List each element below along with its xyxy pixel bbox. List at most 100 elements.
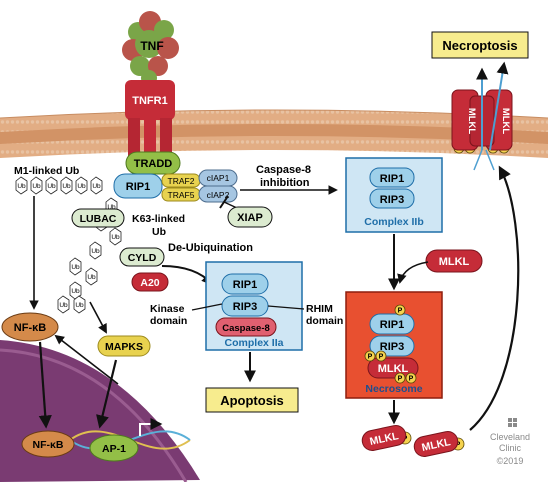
complex-iia-title: Complex IIa [225, 337, 284, 349]
credit-line-1: Cleveland [490, 432, 530, 442]
ub-label: Ub [107, 204, 116, 211]
phospho-site [375, 350, 387, 362]
nfkb-node [1, 312, 59, 342]
complex-iib-rip3-node [369, 188, 415, 209]
cleveland-clinic-logo-icon [508, 418, 517, 427]
traf5-label: TRAF5 [168, 190, 195, 200]
m1-ub-chain [15, 176, 103, 195]
ub-label: Ub [75, 302, 84, 309]
ub-label: Ub [59, 302, 68, 309]
ciap2-label: cIAP2 [207, 190, 230, 200]
ap1-node [89, 434, 139, 462]
phospho-site [364, 350, 376, 362]
necrosome-mlkl-label: MLKL [378, 363, 409, 375]
caspase-inhibition-label-2: inhibition [260, 177, 310, 189]
traf2-label: TRAF2 [168, 176, 195, 186]
kinase-domain-label-2: domain [150, 315, 187, 327]
arrow-nfkb-to-nucleus [38, 341, 52, 429]
arrow-deub-to-complex-iia [161, 265, 214, 286]
phospho-label: P [409, 376, 414, 383]
ub-label: Ub [91, 248, 100, 255]
tnf-trimer [122, 11, 179, 86]
phospho-label: P [398, 308, 403, 315]
nuclear-nfkb-label: NF-κB [33, 439, 64, 451]
phospho-site [394, 372, 406, 384]
phospho-site [405, 372, 417, 384]
necroptosis-label: Necroptosis [442, 38, 517, 53]
ub-label: Ub [62, 183, 71, 190]
complex-iib-title: Complex IIb [364, 216, 424, 228]
ub-label: Ub [111, 234, 120, 241]
ub-label: Ub [92, 183, 101, 190]
rhim-domain-label-1: RHIM [306, 303, 333, 315]
lubac-label: LUBAC [80, 213, 117, 225]
nucleus [0, 340, 200, 483]
arrow-a20-to-nfkb [54, 334, 119, 385]
necroptosis-box [431, 31, 529, 59]
kinase-pointer [191, 303, 223, 311]
tnfr1-label: TNFR1 [132, 95, 167, 107]
k63-ub-label-1: K63-linked [132, 213, 185, 225]
arrow-mlkl-to-necrosome [397, 261, 429, 284]
arrow-ub-to-mapks [89, 301, 107, 334]
caspase-inhibition-label-1: Caspase-8 [256, 164, 311, 176]
transcription-arrow [139, 418, 163, 436]
rhim-pointer [267, 305, 305, 310]
mlkl-p-node-1 [361, 425, 407, 451]
complex-iib-rip1-node [369, 167, 415, 188]
rip1-complex-i-node [113, 173, 163, 199]
kinase-domain-label-1: Kinase [150, 303, 185, 315]
ub-label: Ub [47, 183, 56, 190]
a20-label: A20 [140, 277, 159, 289]
nfkb-label: NF-κB [14, 322, 46, 334]
arrow-mlkl-to-membrane [469, 165, 520, 431]
phospho-label: P [456, 442, 461, 449]
phospho-site [394, 304, 406, 316]
mlkl-free-label: MLKL [439, 256, 470, 268]
complex-iib-rip1-label: RIP1 [380, 173, 404, 185]
tradd-label: TRADD [134, 158, 173, 170]
pore-mlkl-label-2: MLKL [500, 108, 511, 135]
xiap-node [227, 206, 273, 228]
complex-iia-rip3-label: RIP3 [233, 301, 257, 313]
ub-label: Ub [71, 264, 80, 271]
pore-mlkl-label-1: MLKL [466, 108, 477, 135]
mapks-label: MAPKS [105, 341, 143, 353]
cyld-label: CYLD [128, 252, 157, 264]
ub-label: Ub [17, 183, 26, 190]
credit-year: ©2019 [497, 456, 524, 466]
nuclear-nfkb-node [21, 430, 75, 458]
ub-label: Ub [32, 183, 41, 190]
mlkl-p-node-2 [413, 431, 459, 457]
complex-iia-casp8-node [215, 317, 277, 337]
rhim-domain-label-2: domain [306, 315, 343, 327]
complex-iia-rip1-node [221, 273, 269, 295]
necrosome-title: Necrosome [365, 383, 422, 395]
ub-label: Ub [87, 274, 96, 281]
apoptosis-label: Apoptosis [220, 393, 284, 408]
phospho-label: P [398, 376, 403, 383]
tnfr1-receptor [125, 80, 175, 156]
m1-ub-label: M1-linked Ub [14, 165, 79, 177]
ub-label: Ub [77, 183, 86, 190]
cyld-node [119, 247, 165, 267]
deubiquitination-label: De-Ubiquination [168, 242, 253, 254]
influx-lines [473, 149, 495, 171]
necrosome-rip3-label: RIP3 [380, 341, 404, 353]
phospho-label: P [368, 354, 373, 361]
apoptosis-box [205, 387, 299, 413]
phospho-label: P [379, 354, 384, 361]
ap1-label: AP-1 [102, 443, 126, 455]
xiap-inhibition-bar [219, 195, 229, 209]
lubac-node [71, 208, 125, 228]
k63-ub-label-2: Ub [152, 226, 166, 238]
xiap-label: XIAP [237, 212, 263, 224]
necrosome-mlkl-node [367, 357, 419, 379]
tnf-label: TNF [140, 39, 163, 53]
m1-ub-labels: Ub Ub Ub Ub Ub Ub [17, 183, 101, 190]
mapks-node [97, 335, 151, 357]
a20-node [131, 272, 169, 292]
rip1-complex-i-label: RIP1 [126, 181, 150, 193]
mlkl-free-node [425, 249, 483, 273]
arrow-mapks-to-nucleus [96, 359, 118, 429]
